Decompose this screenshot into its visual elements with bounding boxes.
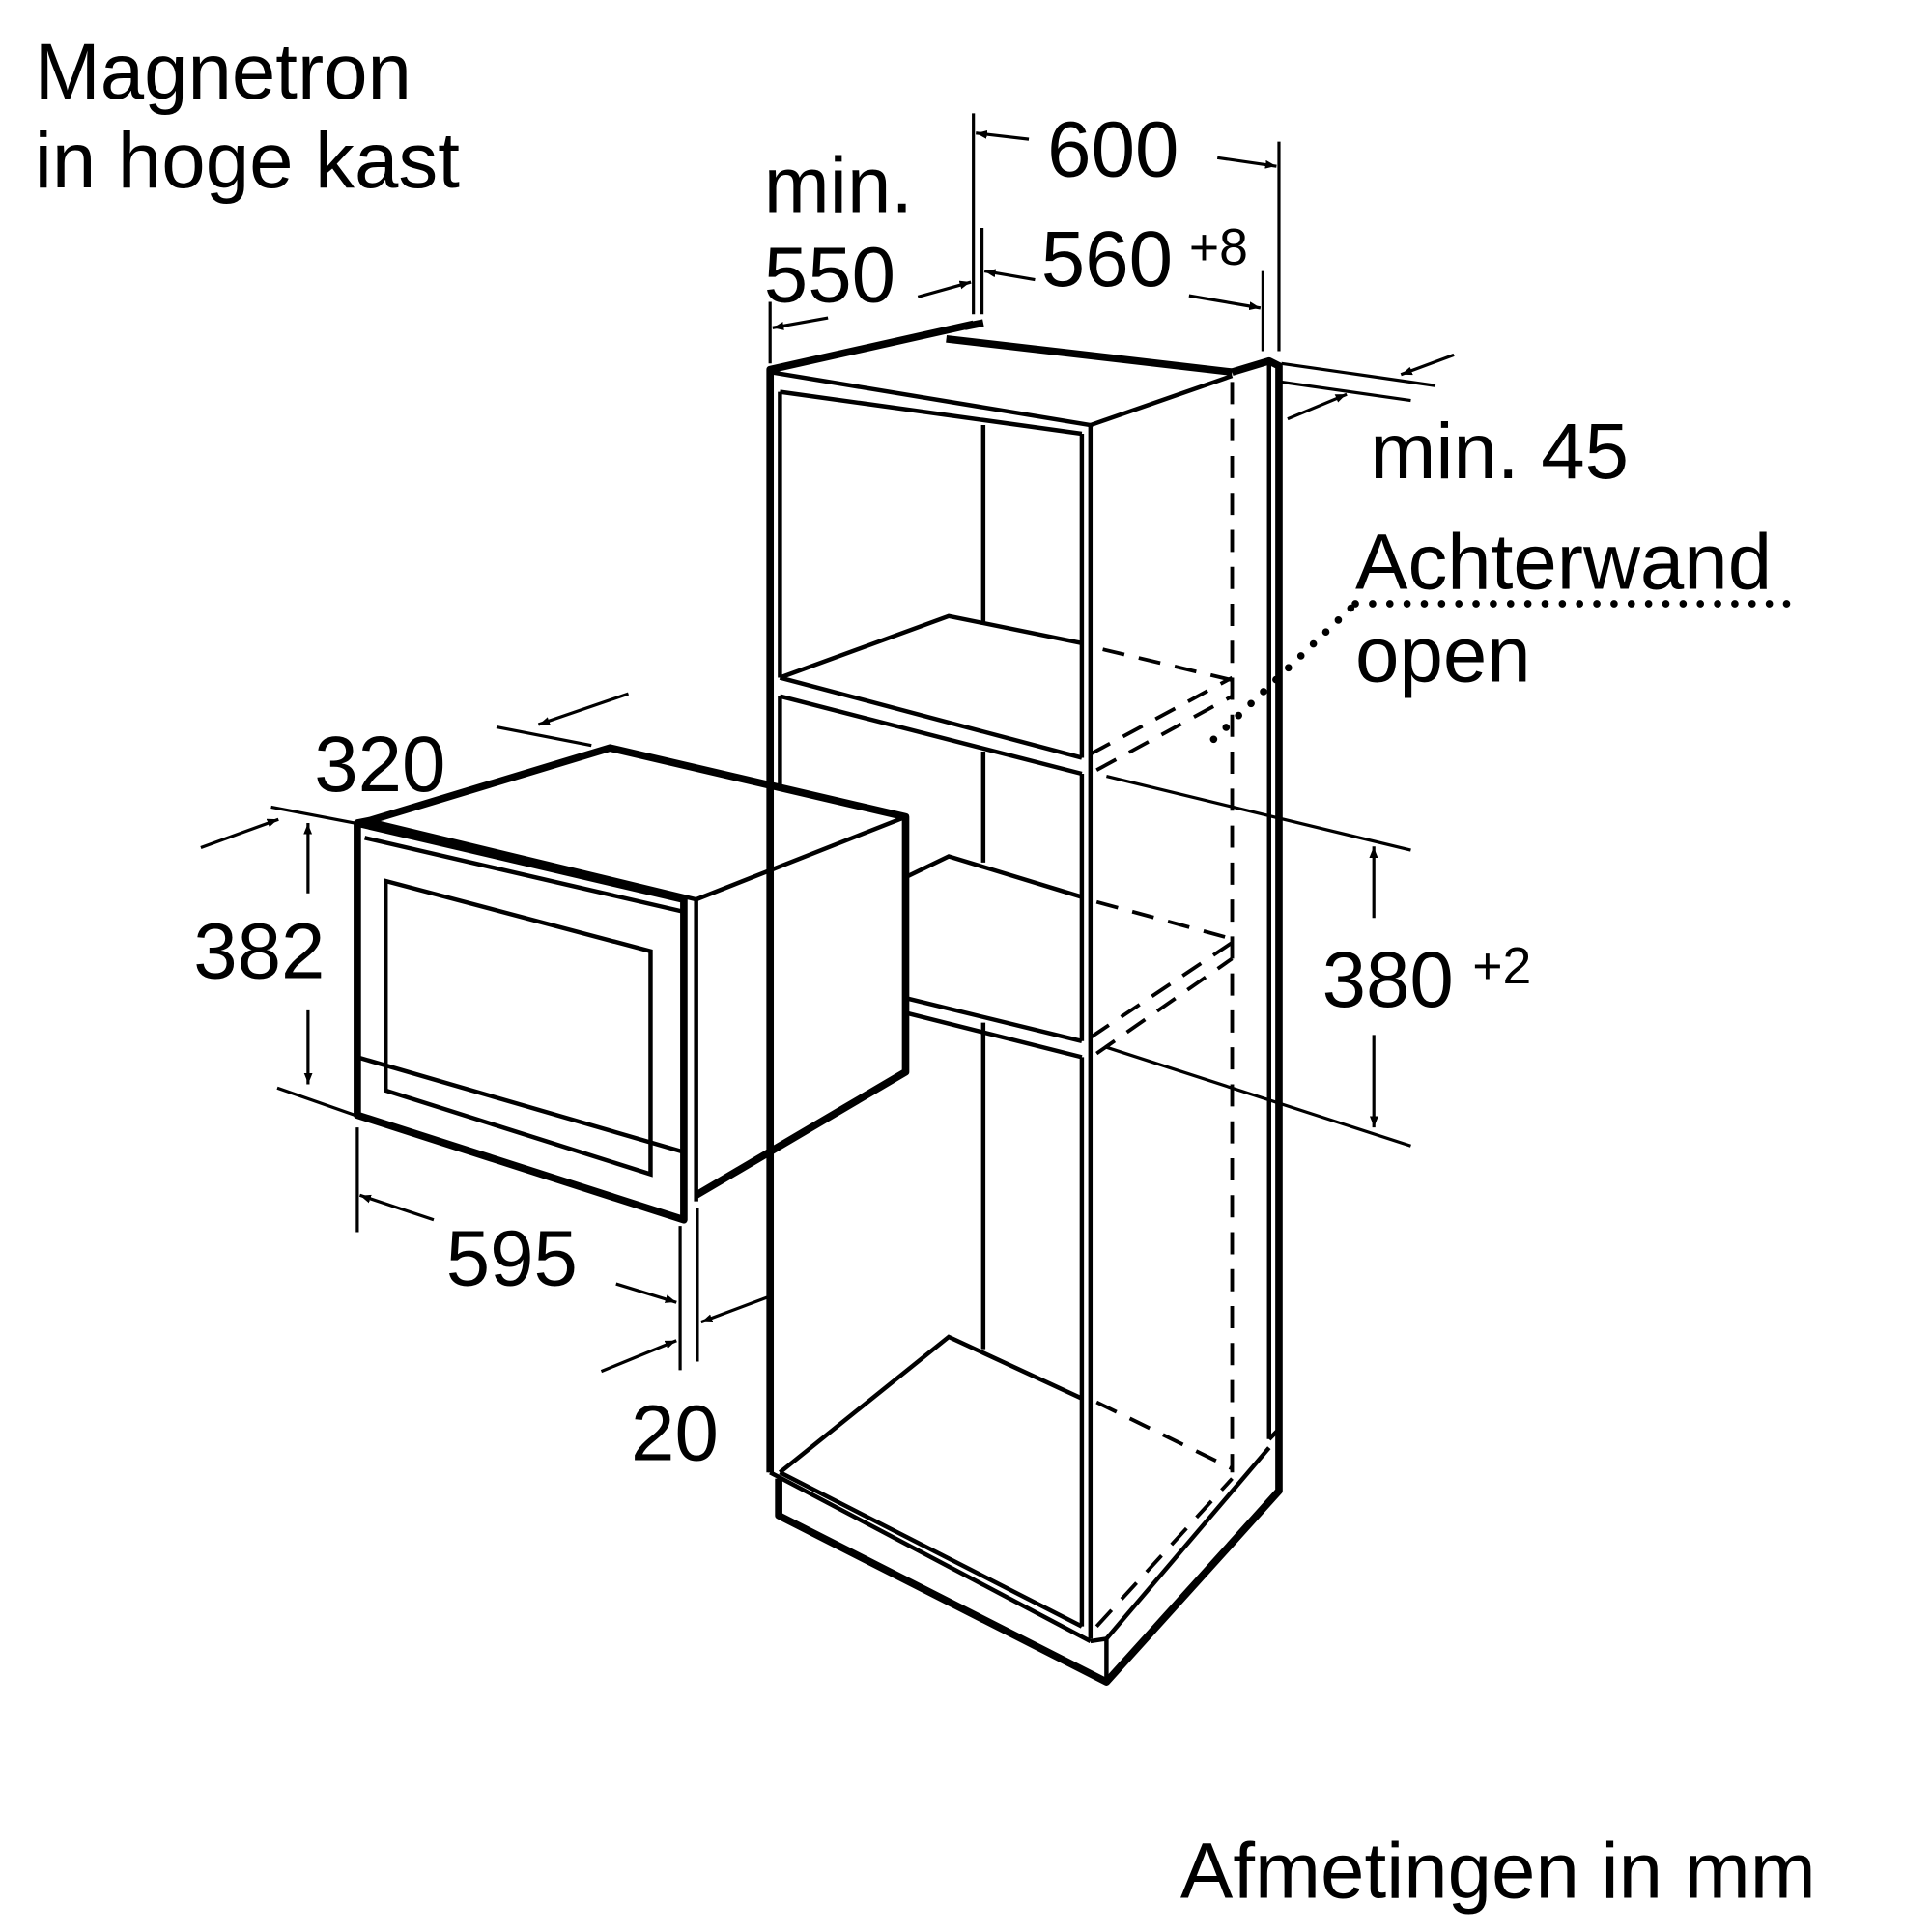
niche-width-tolerance: +8 bbox=[1189, 219, 1248, 276]
back-gap-label: min. 45 bbox=[1370, 408, 1629, 496]
appliance-width-label: 595 bbox=[446, 1214, 578, 1302]
dimension-lines bbox=[200, 113, 1797, 1374]
appliance-height-label: 382 bbox=[193, 908, 325, 996]
front-overhang-label: 20 bbox=[631, 1389, 719, 1477]
min-label: min. bbox=[764, 141, 913, 229]
units-note: Afmetingen in mm bbox=[1180, 1827, 1816, 1915]
microwave bbox=[354, 744, 910, 1224]
cabinet-depth-label: 550 bbox=[764, 231, 895, 319]
title-line-1: Magnetron bbox=[35, 28, 412, 116]
tall-cabinet bbox=[766, 319, 1283, 1686]
niche-height-label: 380 bbox=[1322, 936, 1454, 1024]
back-wall-line-1: Achterwand bbox=[1355, 519, 1772, 607]
title-line-2: in hoge kast bbox=[35, 117, 460, 205]
niche-height-tolerance: +2 bbox=[1472, 938, 1531, 995]
appliance-depth-label: 320 bbox=[314, 721, 445, 809]
back-wall-line-2: open bbox=[1355, 611, 1531, 698]
niche-width-label: 560 bbox=[1041, 215, 1173, 303]
cabinet-width-label: 600 bbox=[1047, 105, 1179, 193]
